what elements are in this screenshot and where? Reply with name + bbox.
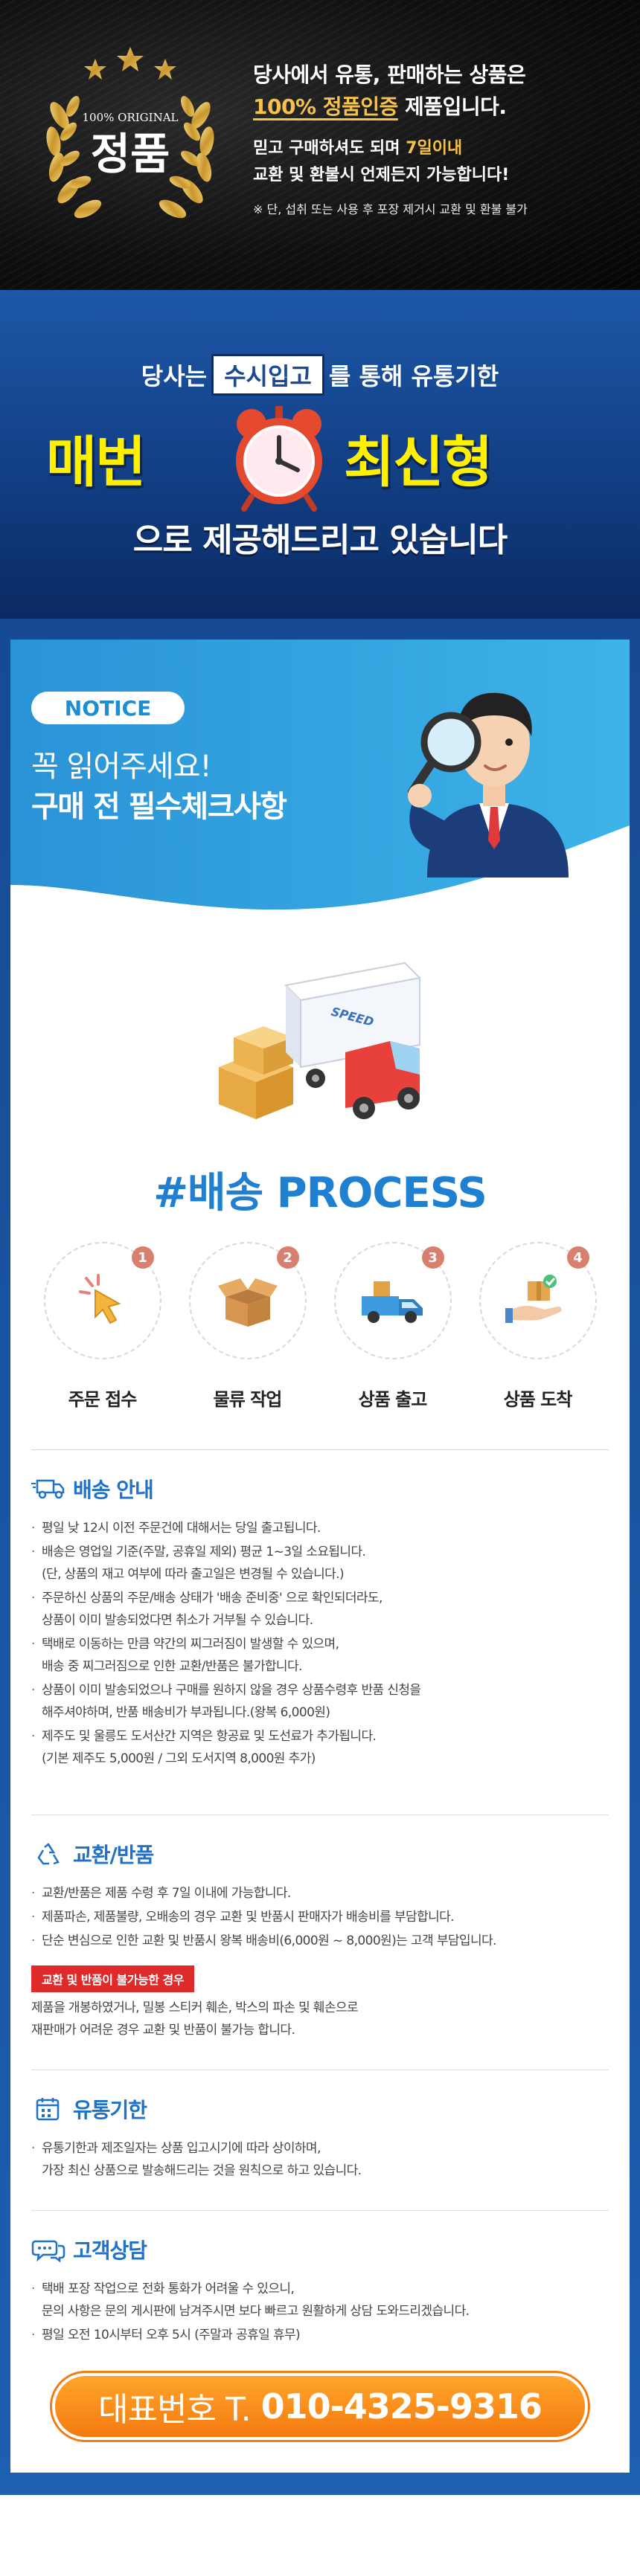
pointer-click-icon — [78, 1274, 121, 1324]
list-item: 택배 포장 작업으로 전화 통화가 어려울 수 있으니, 문의 사항은 문의 게… — [31, 2278, 609, 2322]
process-step-3: 3 상품 출고 — [330, 1242, 456, 1411]
step-circle: 1 — [43, 1242, 161, 1359]
hero-copy: 당사에서 유통, 판매하는 상품은 100% 정품인증 제품입니다. 믿고 구매… — [253, 59, 625, 220]
hand-package-icon — [505, 1275, 562, 1323]
phone-call-button[interactable]: 대표번호 T. 010-4325-9316 — [52, 2373, 588, 2440]
list-item: 제주도 및 울릉도 도서산간 지역은 항공료 및 도선료가 추가됩니다. (기본… — [31, 1725, 609, 1770]
shipping-title: 배송 안내 — [73, 1478, 154, 1502]
section-divider — [31, 1449, 609, 1450]
notice-pill: NOTICE — [31, 692, 185, 724]
hero-line-3: 믿고 구매하셔도 되며 7일이내 — [253, 139, 463, 158]
alarm-clock-icon — [236, 406, 322, 512]
expiry-section: 유통기한 유통기한과 제조일자는 상품 입고시기에 따라 상이하며, 가장 최신… — [10, 2070, 630, 2182]
truck-illustration-wrap: SPEED — [10, 933, 630, 1156]
process-title: #배송 PROCESS — [153, 1169, 487, 1217]
recycle-icon — [37, 1843, 60, 1865]
exchange-section: 교환/반품 교환/반품은 제품 수령 후 7일 이내에 가능합니다. 제품파손,… — [10, 1815, 630, 2041]
step-circle: 2 — [188, 1242, 307, 1359]
banner-row-3: 으로 제공해드리고 있습니다 — [132, 521, 508, 559]
svg-text:100% ORIGINAL: 100% ORIGINAL — [83, 111, 179, 124]
notice-title-1: 꼭 읽어주세요! — [31, 750, 212, 784]
hero-line-2: 100% 정품인증 제품입니다. — [253, 94, 507, 119]
notice-title-2: 구매 전 필수체크사항 — [31, 790, 287, 824]
shipping-section: 배송 안내 평일 낮 12시 이전 주문건에 대해서는 당일 출고됩니다. 배송… — [10, 1450, 630, 1770]
shipping-heading: 배송 안내 — [31, 1474, 609, 1504]
process-step-4: 4 상품 도착 — [475, 1242, 601, 1411]
list-item: 제품파손, 제품불량, 오배송의 경우 교환 및 반품시 판매자가 배송비를 부… — [31, 1906, 609, 1928]
hero-7days-highlight: 7일이내 — [406, 139, 463, 158]
step-circle: 4 — [479, 1242, 597, 1359]
process-steps: 1 주문 접수 2 — [10, 1220, 630, 1411]
phone-label: 대표번호 T. — [98, 2391, 252, 2429]
exchange-title: 교환/반품 — [73, 1843, 154, 1867]
hero-section: 100% ORIGINAL 정품 당사에서 유통, 판매하는 상품은 100% … — [0, 0, 640, 290]
step-label: 주문 접수 — [68, 1389, 138, 1410]
chat-bubble-icon — [31, 2240, 65, 2262]
process-step-1: 1 주문 접수 — [39, 1242, 166, 1411]
list-item: 유통기한과 제조일자는 상품 입고시기에 따라 상이하며, 가장 최신 상품으로… — [31, 2137, 609, 2182]
step-label: 상품 도착 — [503, 1389, 573, 1410]
delivery-truck-icon: SPEED — [219, 962, 422, 1119]
step-label: 물류 작업 — [213, 1389, 283, 1410]
support-title: 고객상담 — [73, 2238, 147, 2263]
hero-line-4: 교환 및 환불시 언제든지 가능합니다! — [253, 166, 510, 184]
support-section: 고객상담 택배 포장 작업으로 전화 통화가 어려울 수 있으니, 문의 사항은… — [10, 2211, 630, 2346]
banner-word-right: 최신형 — [344, 431, 493, 495]
open-box-icon — [217, 1278, 278, 1327]
list-item: 택배로 이동하는 만큼 약간의 찌그러짐이 발생할 수 있으며, 배송 중 찌그… — [31, 1633, 609, 1678]
banner-row-2: 매번 최신형 — [0, 402, 640, 512]
expiry-heading: 유통기한 — [31, 2094, 609, 2124]
list-item: 평일 낮 12시 이전 주문건에 대해서는 당일 출고됩니다. — [31, 1517, 609, 1539]
exchange-list: 교환/반품은 제품 수령 후 7일 이내에 가능합니다. 제품파손, 제품불량,… — [31, 1882, 609, 1952]
step-label: 상품 출고 — [358, 1389, 428, 1410]
svg-text:정품: 정품 — [91, 129, 170, 179]
calendar-icon — [36, 2098, 60, 2121]
shipping-list: 평일 낮 12시 이전 주문건에 대해서는 당일 출고됩니다. 배송은 영업일 … — [31, 1517, 609, 1770]
exchange-warning-text: 제품을 개봉하였거나, 밀봉 스티커 훼손, 박스의 파손 및 훼손으로 재판매… — [31, 2000, 359, 2038]
expiry-title: 유통기한 — [73, 2098, 147, 2122]
list-item: 평일 오전 10시부터 오후 5시 (주말과 공휴일 휴무) — [31, 2324, 609, 2346]
process-step-2: 2 물류 작업 — [185, 1242, 311, 1411]
hero-note: ※ 단, 섭취 또는 사용 후 포장 제거시 교환 및 환불 불가 — [253, 202, 528, 216]
magnifier-man-icon — [408, 692, 569, 878]
delivery-truck-icon — [361, 1281, 423, 1323]
info-card: NOTICE 꼭 읽어주세요! 구매 전 필수체크사항 — [10, 640, 630, 2473]
step-number: 1 — [131, 1246, 154, 1269]
list-item: 주문하신 상품의 주문/배송 상태가 '배송 준비중' 으로 확인되더라도, 상… — [31, 1587, 609, 1632]
laurel-badge-icon: 100% ORIGINAL 정품 — [46, 47, 214, 219]
list-item: 배송은 영업일 기준(주말, 공휴일 제외) 평균 1~3일 소요됩니다. (단… — [31, 1541, 609, 1585]
step-number: 3 — [421, 1246, 444, 1269]
hero-genuine-highlight: 100% 정품인증 — [253, 94, 398, 119]
phone-number[interactable]: 010-4325-9316 — [260, 2386, 543, 2427]
step-number: 4 — [566, 1246, 589, 1269]
exchange-warning-tag: 교환 및 반품이 불가능한 경우 — [31, 1965, 194, 1992]
step-circle: 3 — [333, 1242, 452, 1359]
hero-line-1: 당사에서 유통, 판매하는 상품은 — [253, 62, 526, 87]
expiry-list: 유통기한과 제조일자는 상품 입고시기에 따라 상이하며, 가장 최신 상품으로… — [31, 2137, 609, 2182]
list-item: 교환/반품은 제품 수령 후 7일 이내에 가능합니다. — [31, 1882, 609, 1904]
truck-icon — [31, 1479, 65, 1499]
list-item: 단순 변심으로 인한 교환 및 반품시 왕복 배송비(6,000원 ~ 8,00… — [31, 1930, 609, 1952]
section-divider — [31, 2210, 609, 2211]
notice-header: NOTICE 꼭 읽어주세요! 구매 전 필수체크사항 — [10, 640, 630, 933]
list-item: 상품이 이미 발송되었으나 구매를 원하지 않을 경우 상품수령후 반품 신청을… — [31, 1679, 609, 1724]
banner-word-left: 매번 — [46, 431, 146, 495]
support-heading: 고객상담 — [31, 2235, 609, 2264]
info-wrapper: NOTICE 꼭 읽어주세요! 구매 전 필수체크사항 — [0, 619, 640, 2495]
exchange-heading: 교환/반품 — [31, 1839, 609, 1869]
support-list: 택배 포장 작업으로 전화 통화가 어려울 수 있으니, 문의 사항은 문의 게… — [31, 2278, 609, 2346]
step-number: 2 — [276, 1246, 299, 1269]
banner-boxed-word: 수시입고 — [211, 354, 324, 396]
